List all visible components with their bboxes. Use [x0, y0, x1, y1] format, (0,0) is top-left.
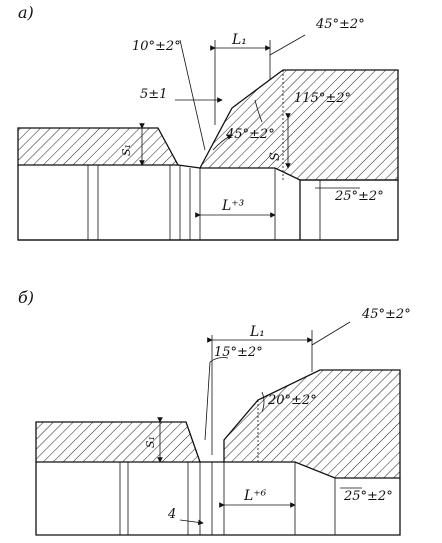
panel-a-arc-45 [212, 134, 233, 151]
panel-a-thickness-s: S [268, 152, 283, 161]
panel-b-angle-top-right: 45°±2° [361, 307, 411, 322]
panel-a-length-l1: L₁ [231, 32, 247, 48]
panel-b-angle-mid: 20°±2° [267, 393, 317, 408]
panel-b-leader-45-top [311, 321, 351, 346]
panel-b-left-wall [35, 421, 201, 463]
panel-a-thickness-s1: S₁ [120, 144, 133, 156]
panel-a-root [177, 164, 201, 169]
panel-a-label: a) [18, 3, 34, 22]
panel-b-label: б) [18, 288, 34, 307]
panel-a: a) 10°±2° L₁ 45°±2° [17, 3, 399, 241]
panel-a-angle-top-right: 45°±2° [315, 17, 365, 32]
panel-b-leader-gap [179, 519, 204, 526]
panel-a-right-wall [198, 69, 399, 181]
panel-a-angle-right: 25°±2° [334, 189, 384, 204]
panel-a-angle-line-left [179, 39, 206, 151]
panel-b-gap: 4 [167, 507, 176, 522]
panel-a-angle-mid: 115°±2° [294, 91, 351, 106]
panel-b-length-l1: L₁ [249, 324, 265, 340]
panel-a-leader-45-top [269, 34, 306, 56]
panel-b-angle-right: 25°±2° [343, 489, 393, 504]
panel-b-thickness-s1: S₁ [144, 436, 157, 448]
panel-a-angle-top-left: 10°±2° [132, 39, 181, 54]
panel-a-left-wall [17, 127, 180, 166]
panel-a-gap: 5±1 [140, 87, 167, 102]
panel-b-bore [35, 462, 401, 536]
panel-b-angle-top-left: 15°±2° [214, 345, 263, 360]
panel-b-angle-line [204, 361, 211, 441]
panel-a-angle-lower: 45°±2° [225, 127, 275, 142]
panel-b-right-wall [223, 369, 401, 479]
panel-b: б) L₁ 45°±2° 15°±2° 20°±2° S₁ [18, 288, 411, 536]
panel-b-arc-20 [261, 391, 265, 413]
panel-a-arc-115 [254, 99, 263, 123]
panel-b-length-bottom: L⁺⁶ [243, 488, 267, 504]
panel-b-arc-15 [209, 357, 229, 363]
panel-a-length-bottom: L⁺³ [221, 198, 245, 214]
